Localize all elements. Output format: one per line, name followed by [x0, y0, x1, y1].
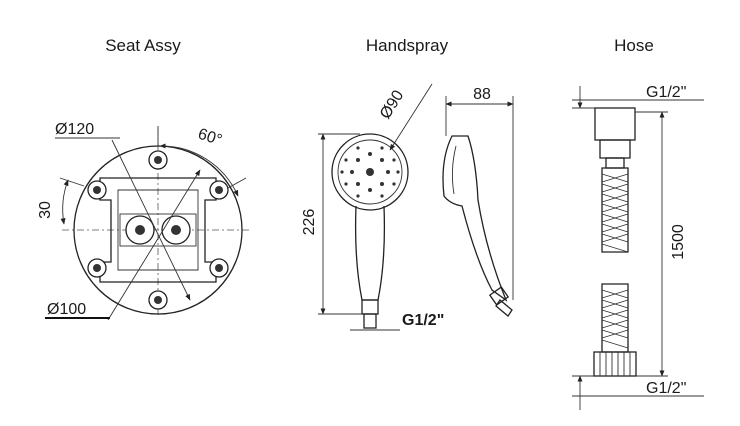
- seat-diameter-inner-label: Ø100: [47, 301, 86, 318]
- hose-drawing: [572, 86, 704, 410]
- handspray-length-label: 226: [301, 209, 318, 236]
- hose-spiral: [601, 167, 629, 253]
- seat-mounting-plate: [99, 177, 217, 283]
- seat-diameter-outer-label: Ø120: [55, 121, 94, 138]
- handspray-thread-label: G1/2": [402, 312, 444, 329]
- handspray-side-body: [442, 135, 508, 302]
- seat-offset-label: 30: [37, 201, 54, 219]
- seat-assy-drawing: [45, 126, 252, 321]
- handspray-head-diameter-label: Ø90: [377, 87, 407, 122]
- seat-angle-label: 60°: [196, 126, 224, 150]
- handspray-head: [331, 133, 409, 211]
- handspray-title: Handspray: [366, 36, 449, 55]
- hose-spiral-lower: [601, 283, 629, 353]
- hose-top-fitting: [594, 107, 636, 141]
- handspray-depth-label: 88: [473, 86, 491, 103]
- hose-title: Hose: [614, 36, 654, 55]
- handspray-handle: [354, 205, 386, 301]
- seat-assy-title: Seat Assy: [105, 36, 181, 55]
- hose-thread-top-label: G1/2": [646, 84, 686, 101]
- hose-length-label: 1500: [670, 224, 687, 260]
- hose-thread-bottom-label: G1/2": [646, 380, 686, 397]
- handspray-front-drawing: [318, 83, 433, 331]
- handspray-side-drawing: [442, 96, 514, 317]
- hose-bottom-fitting: [593, 351, 637, 377]
